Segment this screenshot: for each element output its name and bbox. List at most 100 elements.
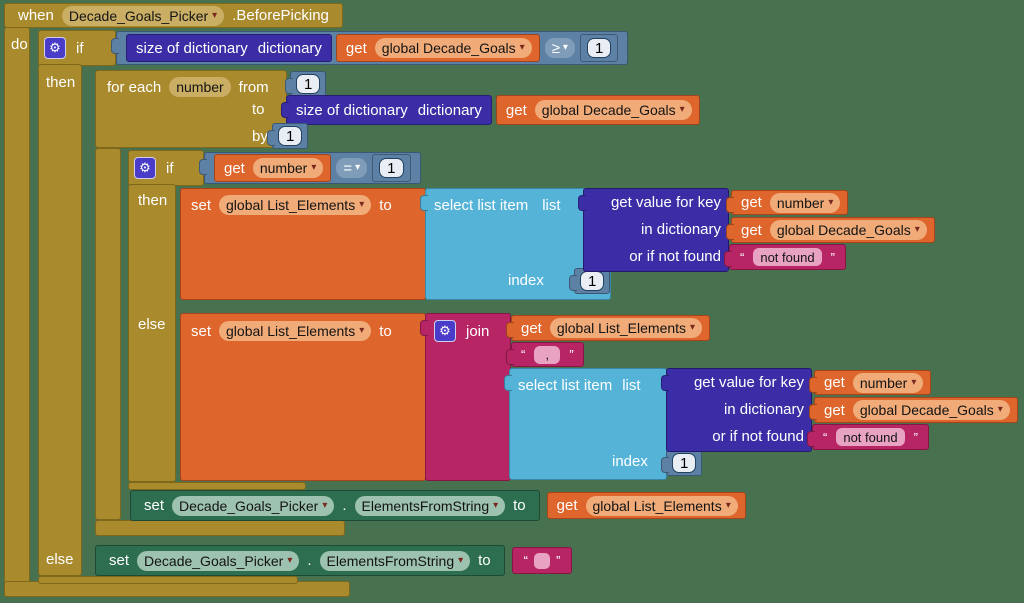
get-global-list-elements-block[interactable]: get global List_Elements ▾	[546, 492, 746, 519]
when-event-block[interactable]: when Decade_Goals_Picker ▾ .BeforePickin…	[4, 3, 343, 28]
set-list-elements-block[interactable]: set global List_Elements ▾ to	[180, 313, 426, 481]
operator-dropdown[interactable]: ≥ ▾	[544, 38, 575, 58]
set-list-elements-block[interactable]: set global List_Elements ▾ to	[180, 188, 426, 300]
number-field[interactable]: 1	[580, 271, 605, 291]
outer-if-spine[interactable]	[38, 64, 82, 576]
outer-if-block[interactable]: ⚙ if	[38, 30, 116, 66]
text-not-found-block[interactable]: “ not found ”	[724, 244, 846, 270]
property-dropdown[interactable]: ElementsFromString ▾	[354, 495, 506, 516]
gear-icon[interactable]: ⚙	[434, 320, 456, 342]
property-name: ElementsFromString	[326, 552, 455, 569]
variable-dropdown[interactable]: global Decade_Goals ▾	[534, 100, 692, 120]
dropdown-arrow-icon: ▾	[562, 42, 568, 53]
do-label: do	[11, 36, 28, 53]
set-label: set	[109, 552, 130, 569]
close-quote: ”	[556, 553, 561, 568]
variable-dropdown[interactable]: global List_Elements ▾	[585, 495, 738, 516]
event-component-dropdown[interactable]: Decade_Goals_Picker ▾	[61, 5, 225, 26]
get-global-decade-goals-block[interactable]: get global Decade_Goals ▾	[809, 397, 1018, 423]
variable-dropdown[interactable]: global List_Elements ▾	[219, 321, 372, 341]
for-each-spine[interactable]	[95, 148, 121, 520]
text-field[interactable]: not found	[753, 248, 822, 266]
inner-if-spine[interactable]	[128, 184, 176, 482]
property-dropdown[interactable]: ElementsFromString ▾	[319, 550, 471, 571]
gear-icon[interactable]: ⚙	[44, 37, 66, 59]
to-label: to	[513, 497, 526, 514]
get-value-for-key-block[interactable]: get value for key in dictionary or if no…	[661, 368, 812, 452]
component-dropdown[interactable]: Decade_Goals_Picker ▾	[172, 495, 335, 516]
variable-name: global Decade_Goals	[776, 222, 911, 238]
dropdown-arrow-icon: ▾	[997, 404, 1003, 415]
number-field[interactable]: 1	[672, 453, 697, 473]
when-label: when	[18, 7, 54, 24]
variable-dropdown[interactable]: global Decade_Goals ▾	[852, 400, 1010, 420]
number-block[interactable]: 1	[579, 34, 619, 62]
then-label: then	[138, 192, 168, 209]
gear-icon[interactable]: ⚙	[134, 157, 156, 179]
number-field[interactable]: 1	[586, 38, 612, 58]
join-block[interactable]: ⚙ join	[420, 313, 511, 481]
variable-dropdown[interactable]: number ▾	[252, 158, 324, 178]
for-each-block[interactable]: for each number from	[95, 70, 287, 148]
variable-dropdown[interactable]: global Decade_Goals ▾	[769, 220, 927, 240]
variable-name: global List_Elements	[226, 323, 356, 339]
number-block[interactable]: 1	[372, 154, 411, 182]
get-number-block[interactable]: get number ▾	[214, 154, 332, 182]
size-of-dictionary-block[interactable]: size of dictionary dictionary	[126, 34, 332, 62]
get-global-decade-goals-block[interactable]: get global Decade_Goals ▾	[726, 217, 935, 243]
select-list-item-block[interactable]: select list item list	[504, 368, 667, 480]
get-label: get	[521, 319, 542, 337]
from-number-block[interactable]: 1	[284, 71, 327, 97]
inner-if-bottom[interactable]	[128, 482, 306, 490]
variable-name: global Decade_Goals	[859, 402, 994, 418]
index-label: index	[612, 453, 648, 470]
index-number-block[interactable]: 1	[568, 268, 611, 294]
text-separator-block[interactable]: “ , ”	[506, 342, 584, 367]
variable-dropdown[interactable]: number ▾	[769, 192, 841, 213]
number-field[interactable]: 1	[278, 126, 303, 146]
get-label: get	[224, 159, 245, 177]
variable-dropdown[interactable]: global List_Elements ▾	[219, 195, 372, 215]
operator-dropdown[interactable]: = ▾	[336, 158, 368, 178]
number-field[interactable]: 1	[296, 74, 321, 94]
to-value-row: size of dictionary dictionary get global…	[281, 95, 702, 125]
variable-dropdown[interactable]: global List_Elements ▾	[549, 318, 703, 338]
loop-variable-field[interactable]: number	[169, 77, 231, 97]
when-block-spine[interactable]	[4, 27, 30, 584]
get-value-for-key-block[interactable]: get value for key in dictionary or if no…	[578, 188, 729, 272]
text-field[interactable]: not found	[836, 428, 905, 446]
get-number-block[interactable]: get number ▾	[808, 370, 932, 395]
comparison-eq-block[interactable]: get number ▾ = ▾ 1	[199, 152, 421, 184]
variable-dropdown[interactable]: global Decade_Goals ▾	[374, 38, 532, 58]
else-label: else	[138, 316, 166, 333]
dropdown-arrow-icon: ▾	[914, 224, 920, 235]
get-label: get	[741, 194, 762, 211]
for-each-bottom[interactable]	[95, 520, 345, 536]
index-number-block[interactable]: 1	[660, 450, 703, 476]
size-of-dictionary-block[interactable]: size of dictionary dictionary	[281, 95, 492, 125]
number-field[interactable]: 1	[379, 158, 404, 178]
close-quote: ”	[569, 347, 574, 362]
component-dropdown[interactable]: Decade_Goals_Picker ▾	[137, 550, 300, 571]
set-property-block[interactable]: set Decade_Goals_Picker ▾ . ElementsFrom…	[95, 545, 505, 576]
get-label: get	[556, 497, 578, 514]
get-global-decade-goals-block[interactable]: get global Decade_Goals ▾	[335, 34, 540, 62]
variable-dropdown[interactable]: number ▾	[852, 372, 924, 393]
select-list-item-label: select list item	[518, 376, 613, 394]
event-name-label: .BeforePicking	[232, 7, 329, 24]
get-number-block[interactable]: get number ▾	[725, 190, 849, 215]
get-global-decade-goals-block[interactable]: get global Decade_Goals ▾	[495, 95, 700, 125]
text-field[interactable]: ,	[534, 345, 561, 364]
dropdown-arrow-icon: ▾	[322, 499, 328, 511]
get-global-list-elements-block[interactable]: get global List_Elements ▾	[505, 315, 711, 341]
set-property-block[interactable]: set Decade_Goals_Picker ▾ . ElementsFrom…	[130, 490, 540, 521]
text-field[interactable]	[534, 552, 550, 569]
by-number-block[interactable]: 1	[266, 123, 309, 149]
text-empty-block[interactable]: “ ”	[511, 547, 573, 574]
comparison-gte-block[interactable]: size of dictionary dictionary get global…	[110, 31, 629, 65]
outer-if-bottom[interactable]	[38, 576, 298, 584]
for-each-label: for each	[107, 78, 162, 96]
inner-if-block[interactable]: ⚙ if	[128, 150, 204, 186]
text-not-found-block[interactable]: “ not found ”	[807, 424, 929, 450]
